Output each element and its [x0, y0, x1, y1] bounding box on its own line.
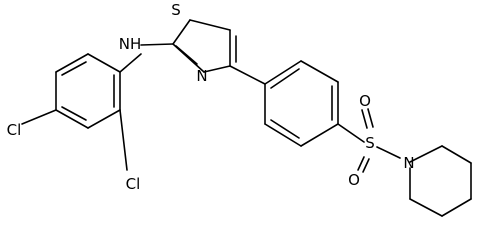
bond [61, 106, 87, 121]
bond [175, 45, 198, 65]
bond [264, 123, 302, 147]
chlorine-atom-label: Cl [126, 175, 141, 193]
bond [362, 158, 370, 173]
bond [87, 53, 121, 73]
bond [357, 156, 365, 171]
bond [376, 146, 401, 159]
bond [300, 123, 339, 147]
bond [441, 198, 472, 217]
bond [189, 19, 231, 31]
bond [300, 60, 339, 83]
sulfonyl-sulfur-label: S [365, 134, 375, 152]
phenylene-ring [264, 60, 339, 147]
bond [55, 109, 89, 129]
bond [337, 123, 365, 143]
piperidine-nitrogen-label: N [403, 154, 414, 172]
thiazole-sulfur-label: S [171, 1, 181, 19]
bond [270, 68, 300, 89]
molecule-structure: Cl Cl NH S N S O O N [7, 1, 472, 217]
oxygen-atom-label: O [348, 171, 360, 189]
amine-atom-label: NH [119, 35, 142, 53]
bond [367, 108, 374, 128]
bond [172, 19, 191, 45]
bond [441, 145, 472, 164]
chlorine-atom-label: Cl [7, 121, 22, 139]
piperidine-ring [409, 145, 472, 217]
bond [264, 60, 302, 85]
dichlorophenyl-ring [55, 53, 121, 129]
thiazole-nitrogen-label: N [196, 67, 207, 85]
bond [87, 109, 121, 129]
bond [361, 109, 368, 129]
bond [270, 119, 300, 139]
bond [119, 53, 142, 73]
bond [409, 198, 443, 217]
oxygen-atom-label: O [359, 92, 371, 110]
bond [55, 53, 89, 73]
bond [203, 65, 231, 73]
bond [140, 43, 174, 46]
bond [229, 65, 266, 85]
bond [119, 109, 128, 171]
bond [409, 145, 443, 163]
bond [61, 61, 87, 76]
thiazole-ring [172, 19, 237, 73]
bond [21, 109, 57, 125]
